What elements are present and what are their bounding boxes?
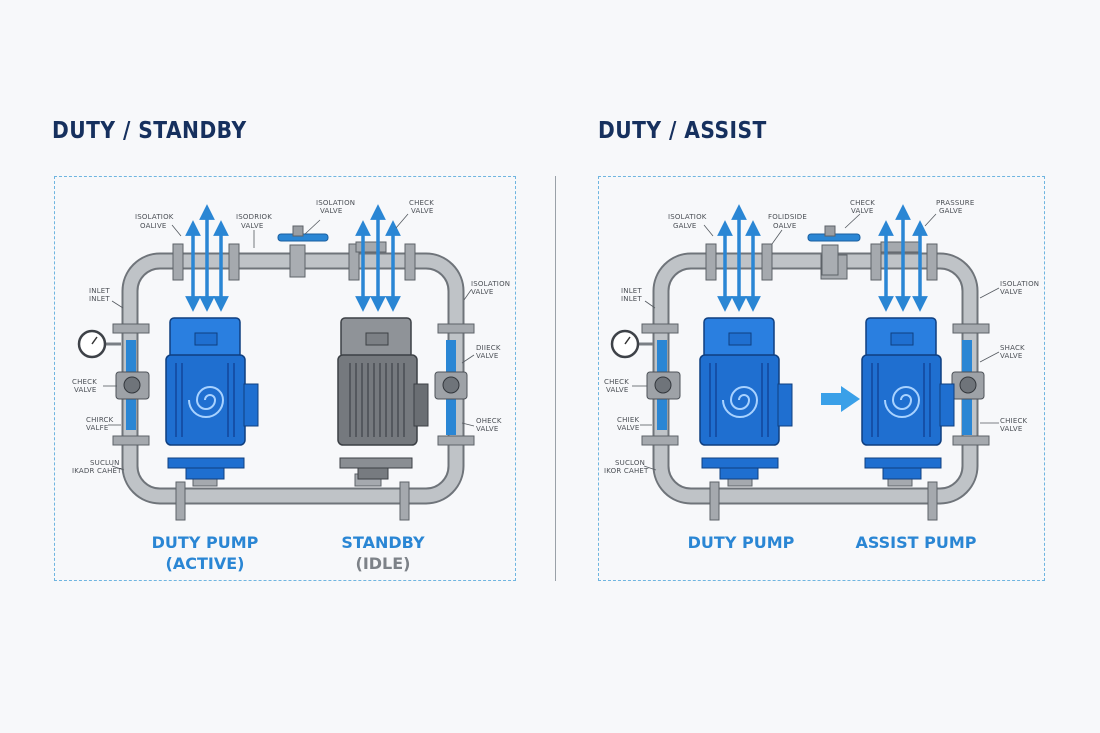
label-chirck-valve-left: CHIRCK xyxy=(86,416,114,424)
standby-caption: STANDBY xyxy=(341,533,425,552)
svg-text:VALVE: VALVE xyxy=(471,288,493,296)
assist-direction-arrow xyxy=(821,386,860,412)
svg-text:VALVE: VALVE xyxy=(617,424,639,432)
label-pressure-top: PRASSURE xyxy=(936,199,975,207)
duty-standby-panel xyxy=(54,176,516,581)
right-check-valve-east xyxy=(951,340,985,435)
label-bypass-top: ISODRIOK xyxy=(236,213,272,221)
svg-text:INLET: INLET xyxy=(89,295,110,303)
label-check-right-2-right: CHIECK xyxy=(1000,417,1028,425)
label-inlet: INLET xyxy=(89,287,110,295)
label-inlet-right: INLET xyxy=(621,287,642,295)
svg-text:OALIVE: OALIVE xyxy=(140,222,167,230)
svg-text:GALVE: GALVE xyxy=(939,207,963,215)
svg-text:VALVE: VALVE xyxy=(476,425,498,433)
label-check-right-2: OHECK xyxy=(476,417,502,425)
right-duty-pump xyxy=(699,317,793,480)
svg-text:VALVE: VALVE xyxy=(851,207,873,215)
duty-assist-panel xyxy=(598,176,1045,581)
standby-status: (IDLE) xyxy=(356,554,411,573)
left-check-valve-east xyxy=(434,340,468,435)
right-assist-pump xyxy=(861,317,955,480)
label-check-right-1: DIIECK xyxy=(476,344,501,352)
right-isolation-valve-top xyxy=(807,225,861,276)
svg-text:IKADR CAHET: IKADR CAHET xyxy=(72,467,122,475)
left-pressure-gauge xyxy=(77,329,121,359)
duty-pump-status: (ACTIVE) xyxy=(166,554,245,573)
right-callout-labels: ISOLATIOK GALVE FOLIDSIDE OALVE CHECK VA… xyxy=(604,199,1039,475)
panel-divider xyxy=(555,176,556,581)
svg-text:VALVE: VALVE xyxy=(1000,288,1022,296)
label-check-valve-left-right: CHECK xyxy=(604,378,629,386)
right-pressure-gauge xyxy=(610,329,653,359)
duty-assist-title: DUTY / ASSIST xyxy=(598,118,767,144)
duty-pump-caption-right: DUTY PUMP xyxy=(688,533,795,552)
svg-text:VALFE: VALFE xyxy=(86,424,108,432)
label-chiek-valve: CHIEK xyxy=(617,416,639,424)
label-check-valve-left: CHECK xyxy=(72,378,97,386)
left-duty-pump xyxy=(165,317,259,480)
label-isolation-top: ISOLATIOK xyxy=(135,213,174,221)
duty-standby-title: DUTY / STANDBY xyxy=(52,118,247,144)
svg-text:VALVE: VALVE xyxy=(241,222,263,230)
assist-pump-caption: ASSIST PUMP xyxy=(855,533,976,552)
svg-text:VALVE: VALVE xyxy=(606,386,628,394)
svg-text:VALVE: VALVE xyxy=(74,386,96,394)
label-check-valve-top: CHECK xyxy=(409,199,434,207)
label-foldside-top: FOLIDSIDE xyxy=(768,213,807,221)
label-suction-left: SUCLUN xyxy=(90,459,120,467)
label-isolation-right-right: ISOLATION xyxy=(1000,280,1039,288)
left-callout-labels: ISOLATIOK OALIVE ISODRIOK VALVE ISOLATIO… xyxy=(72,199,510,475)
label-check-right-1-right: SHACK xyxy=(1000,344,1025,352)
svg-text:VALVE: VALVE xyxy=(476,352,498,360)
svg-text:GALVE: GALVE xyxy=(673,222,697,230)
label-check-valve-top-right: CHECK xyxy=(850,199,875,207)
svg-text:OALVE: OALVE xyxy=(773,222,797,230)
right-flow-arrows xyxy=(717,204,928,312)
right-check-valve-west xyxy=(646,340,681,430)
right-leader-lines xyxy=(632,213,1000,471)
svg-text:VALVE: VALVE xyxy=(411,207,433,215)
left-standby-pump xyxy=(337,317,429,480)
svg-text:VALVE: VALVE xyxy=(1000,352,1022,360)
label-isolation-right: ISOLATION xyxy=(471,280,510,288)
duty-pump-caption: DUTY PUMP xyxy=(152,533,259,552)
label-suction-right: SUCLON xyxy=(615,459,645,467)
label-isolation-valve-top: ISOLATION xyxy=(316,199,355,207)
left-flow-arrows xyxy=(185,204,401,312)
left-isolation-valve-top xyxy=(277,225,329,278)
svg-text:VALVE: VALVE xyxy=(1000,425,1022,433)
svg-text:INLET: INLET xyxy=(621,295,642,303)
left-leader-lines xyxy=(103,213,475,471)
svg-text:VALVE: VALVE xyxy=(320,207,342,215)
left-check-valve-west xyxy=(115,340,150,430)
svg-text:IKOR CAHET: IKOR CAHET xyxy=(604,467,649,475)
label-isolation-top-right: ISOLATIOK xyxy=(668,213,707,221)
